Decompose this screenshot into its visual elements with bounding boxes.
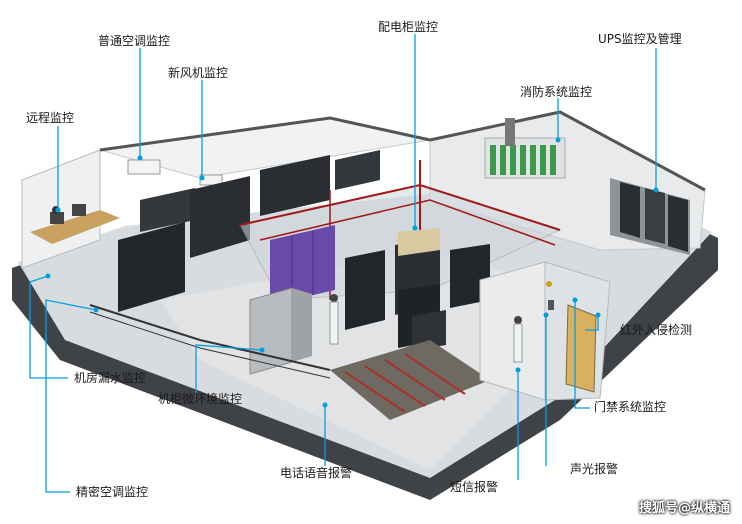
label-cabinet-env: 机柜微环境监控 <box>158 392 243 406</box>
people <box>329 294 523 363</box>
access-room <box>479 261 611 401</box>
label-sound-light: 声光报警 <box>570 462 619 476</box>
label-sms-alarm: 短信报警 <box>450 480 499 494</box>
front-railing <box>89 304 331 379</box>
cable-tray <box>330 340 490 420</box>
label-infrared: 红外入侵检测 <box>620 323 693 337</box>
label-hvac-common: 普通空调监控 <box>98 34 171 48</box>
label-fresh-air: 新风机监控 <box>168 66 229 80</box>
power-cabinet-front <box>249 287 312 375</box>
left-rack-row <box>118 150 380 312</box>
label-precision-ac: 精密空调监控 <box>76 485 149 499</box>
ups-cabinets <box>610 178 690 255</box>
center-racks <box>345 228 490 351</box>
label-access: 门禁系统监控 <box>594 400 667 414</box>
watermark: 搜狐号@纵横通 <box>638 501 730 516</box>
wall-ac-units <box>127 159 223 186</box>
leader-lines <box>29 34 657 493</box>
label-fire: 消防系统监控 <box>520 85 593 99</box>
leader-dots <box>45 137 659 408</box>
label-ups: UPS监控及管理 <box>598 32 682 46</box>
fire-cylinders <box>484 118 566 179</box>
label-power-cabinet: 配电柜监控 <box>378 20 439 34</box>
label-remote: 远程监控 <box>26 111 75 125</box>
label-phone-alarm: 电话语音报警 <box>280 466 353 480</box>
label-water-leak: 机房漏水监控 <box>74 371 147 385</box>
remote-room <box>21 149 120 269</box>
